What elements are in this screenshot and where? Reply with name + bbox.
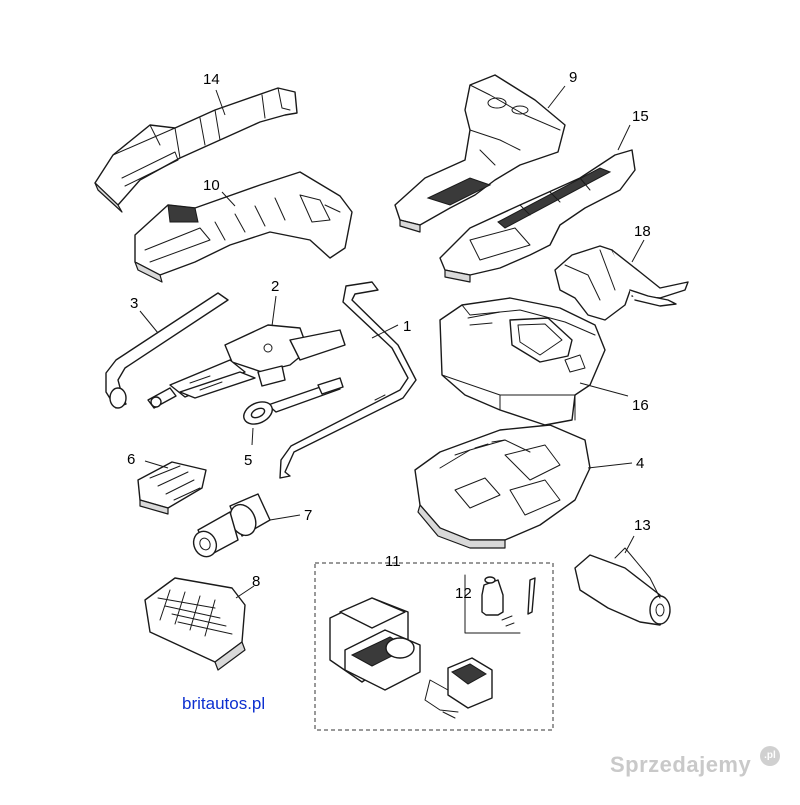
part-2-scissor-jack (147, 324, 346, 409)
part-number-18: 18 (634, 223, 651, 240)
part-5-towing-eye (243, 377, 344, 425)
label-8: 8 (235, 573, 260, 599)
label-3: 3 (130, 295, 159, 334)
part-number-10: 10 (203, 177, 220, 194)
part-9-tray (394, 74, 566, 233)
part-18-safety-glasses (554, 245, 689, 321)
part-4-foam-base (414, 424, 591, 549)
part-6-pad (137, 461, 207, 515)
part-number-14: 14 (203, 71, 220, 88)
label-14: 14 (203, 71, 226, 116)
part-number-3: 3 (130, 295, 138, 312)
part-8-wheel-chock (144, 577, 246, 671)
part-number-5: 5 (244, 452, 252, 469)
part-7-adaptor (192, 493, 271, 558)
part-number-2: 2 (271, 278, 279, 295)
label-16: 16 (579, 382, 649, 414)
label-12: 12 (455, 585, 472, 602)
label-7: 7 (269, 507, 312, 524)
part-number-13: 13 (634, 517, 651, 534)
part-13-pouch (574, 547, 671, 626)
label-18: 18 (631, 223, 651, 263)
part-number-16: 16 (632, 397, 649, 414)
label-10: 10 (203, 177, 236, 207)
brand-label: britautos.pl (182, 694, 266, 713)
label-9: 9 (547, 69, 577, 109)
watermark-text: Sprzedajemy (610, 752, 752, 777)
part-14-tray (94, 87, 298, 213)
part-number-15: 15 (632, 108, 649, 125)
part-number-4: 4 (636, 455, 644, 472)
part-1-jack-handle (279, 281, 417, 479)
label-13: 13 (624, 517, 651, 554)
label-11: 11 (385, 553, 401, 570)
label-1: 1 (371, 318, 411, 339)
part-12-sealant (464, 574, 536, 634)
part-number-7: 7 (304, 507, 312, 524)
label-6: 6 (127, 451, 169, 469)
label-15: 15 (617, 108, 649, 151)
part-number-6: 6 (127, 451, 135, 468)
part-3-wheel-brace (105, 292, 229, 409)
part-number-8: 8 (252, 573, 260, 590)
part-number-11: 11 (385, 553, 401, 570)
part-number-9: 9 (569, 69, 577, 86)
label-5: 5 (244, 427, 254, 469)
part-11-inflation-kit (314, 562, 554, 731)
part-number-1: 1 (403, 318, 411, 335)
part-number-12: 12 (455, 585, 472, 602)
label-2: 2 (271, 278, 279, 327)
watermark-logo: .pl (760, 746, 780, 766)
part-15-tray (439, 149, 636, 283)
label-4: 4 (587, 455, 644, 472)
part-10-tray (134, 171, 353, 283)
part-16-foam-tray (439, 297, 606, 426)
